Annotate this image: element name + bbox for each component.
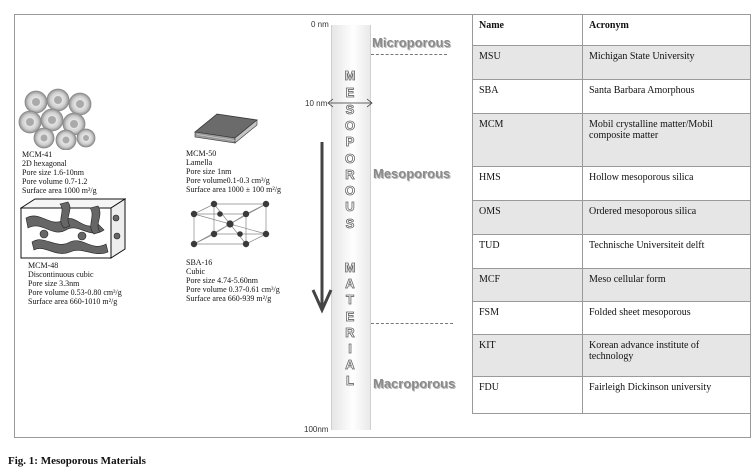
cell-acronym: Mobil crystalline matter/Mobil composite…	[582, 113, 751, 167]
down-arrow-icon	[311, 142, 333, 314]
table-header-row: Name Acronym	[472, 14, 751, 46]
vertical-letter: O	[344, 118, 356, 134]
sba16-structure-image	[190, 200, 270, 248]
cell-name: FSM	[472, 301, 583, 335]
micro-meso-boundary	[371, 54, 447, 55]
cell-name: MCF	[472, 268, 583, 302]
figure-frame	[14, 14, 751, 438]
figure-caption: Fig. 1: Mesoporous Materials	[8, 455, 146, 467]
mcm50-structure-image	[194, 113, 258, 144]
cell-name: TUD	[472, 234, 583, 269]
zone-microporous: Microporous	[372, 35, 451, 50]
cell-acronym: Folded sheet mesoporous	[582, 301, 751, 335]
cell-acronym: Santa Barbara Amorphous	[582, 79, 751, 114]
cell-acronym: Ordered mesoporous silica	[582, 200, 751, 235]
vertical-letter: E	[345, 309, 355, 325]
cell-name: KIT	[472, 334, 583, 377]
vertical-letter: L	[346, 373, 355, 389]
scale-mid-label: 10 nm	[305, 99, 328, 108]
cell-name: HMS	[472, 166, 583, 201]
zone-macroporous: Macroporous	[373, 376, 456, 391]
vertical-letter: R	[345, 167, 355, 183]
sba16-label: SBA-16 Cubic Pore size 4.74-5.60nm Pore …	[186, 258, 280, 303]
scale-width-arrow	[327, 98, 373, 108]
cell-acronym: Michigan State University	[582, 45, 751, 80]
cell-name: MSU	[472, 45, 583, 80]
vertical-letter: M	[344, 260, 356, 276]
vertical-letter: T	[346, 292, 355, 308]
vertical-letter: U	[345, 199, 355, 215]
header-acronym: Acronym	[582, 14, 751, 46]
cell-acronym: Technische Universiteit delft	[582, 234, 751, 269]
vertical-letter: I	[348, 341, 352, 357]
mcm41-label: MCM-41 2D hexagonal Pore size 1.6-10nm P…	[22, 150, 97, 195]
vertical-letter: R	[345, 325, 355, 341]
cell-acronym: Korean advance institute of technology	[582, 334, 751, 377]
vertical-letter: A	[345, 276, 355, 292]
meso-macro-boundary	[371, 323, 453, 324]
vertical-letter: S	[345, 102, 355, 118]
vertical-letter: A	[345, 357, 355, 373]
cell-name: SBA	[472, 79, 583, 114]
vertical-letter: E	[345, 85, 355, 101]
cell-acronym: Fairleigh Dickinson university	[582, 376, 751, 414]
mcm48-structure-image	[20, 198, 126, 259]
cell-name: OMS	[472, 200, 583, 235]
scale-bottom-label: 100nm	[304, 425, 329, 434]
vertical-letter: M	[344, 68, 356, 84]
vertical-letter: P	[345, 134, 355, 150]
vertical-letter: O	[344, 151, 356, 167]
scale-top-label: 0 nm	[311, 20, 329, 29]
cell-acronym: Meso cellular form	[582, 268, 751, 302]
pore-size-scale-bar	[331, 25, 371, 430]
header-name: Name	[472, 14, 583, 46]
cell-name: MCM	[472, 113, 583, 167]
mcm50-label: MCM-50 Lamella Pore size 1nm Pore volume…	[186, 149, 281, 194]
cell-name: FDU	[472, 376, 583, 414]
mcm41-structure-image	[18, 88, 96, 150]
cell-acronym: Hollow mesoporous silica	[582, 166, 751, 201]
mcm48-label: MCM-48 Discontinuous cubic Pore size 3.3…	[28, 261, 122, 306]
zone-mesoporous: Mesoporous	[373, 166, 451, 181]
vertical-letter: O	[344, 183, 356, 199]
vertical-letter: S	[345, 216, 355, 232]
